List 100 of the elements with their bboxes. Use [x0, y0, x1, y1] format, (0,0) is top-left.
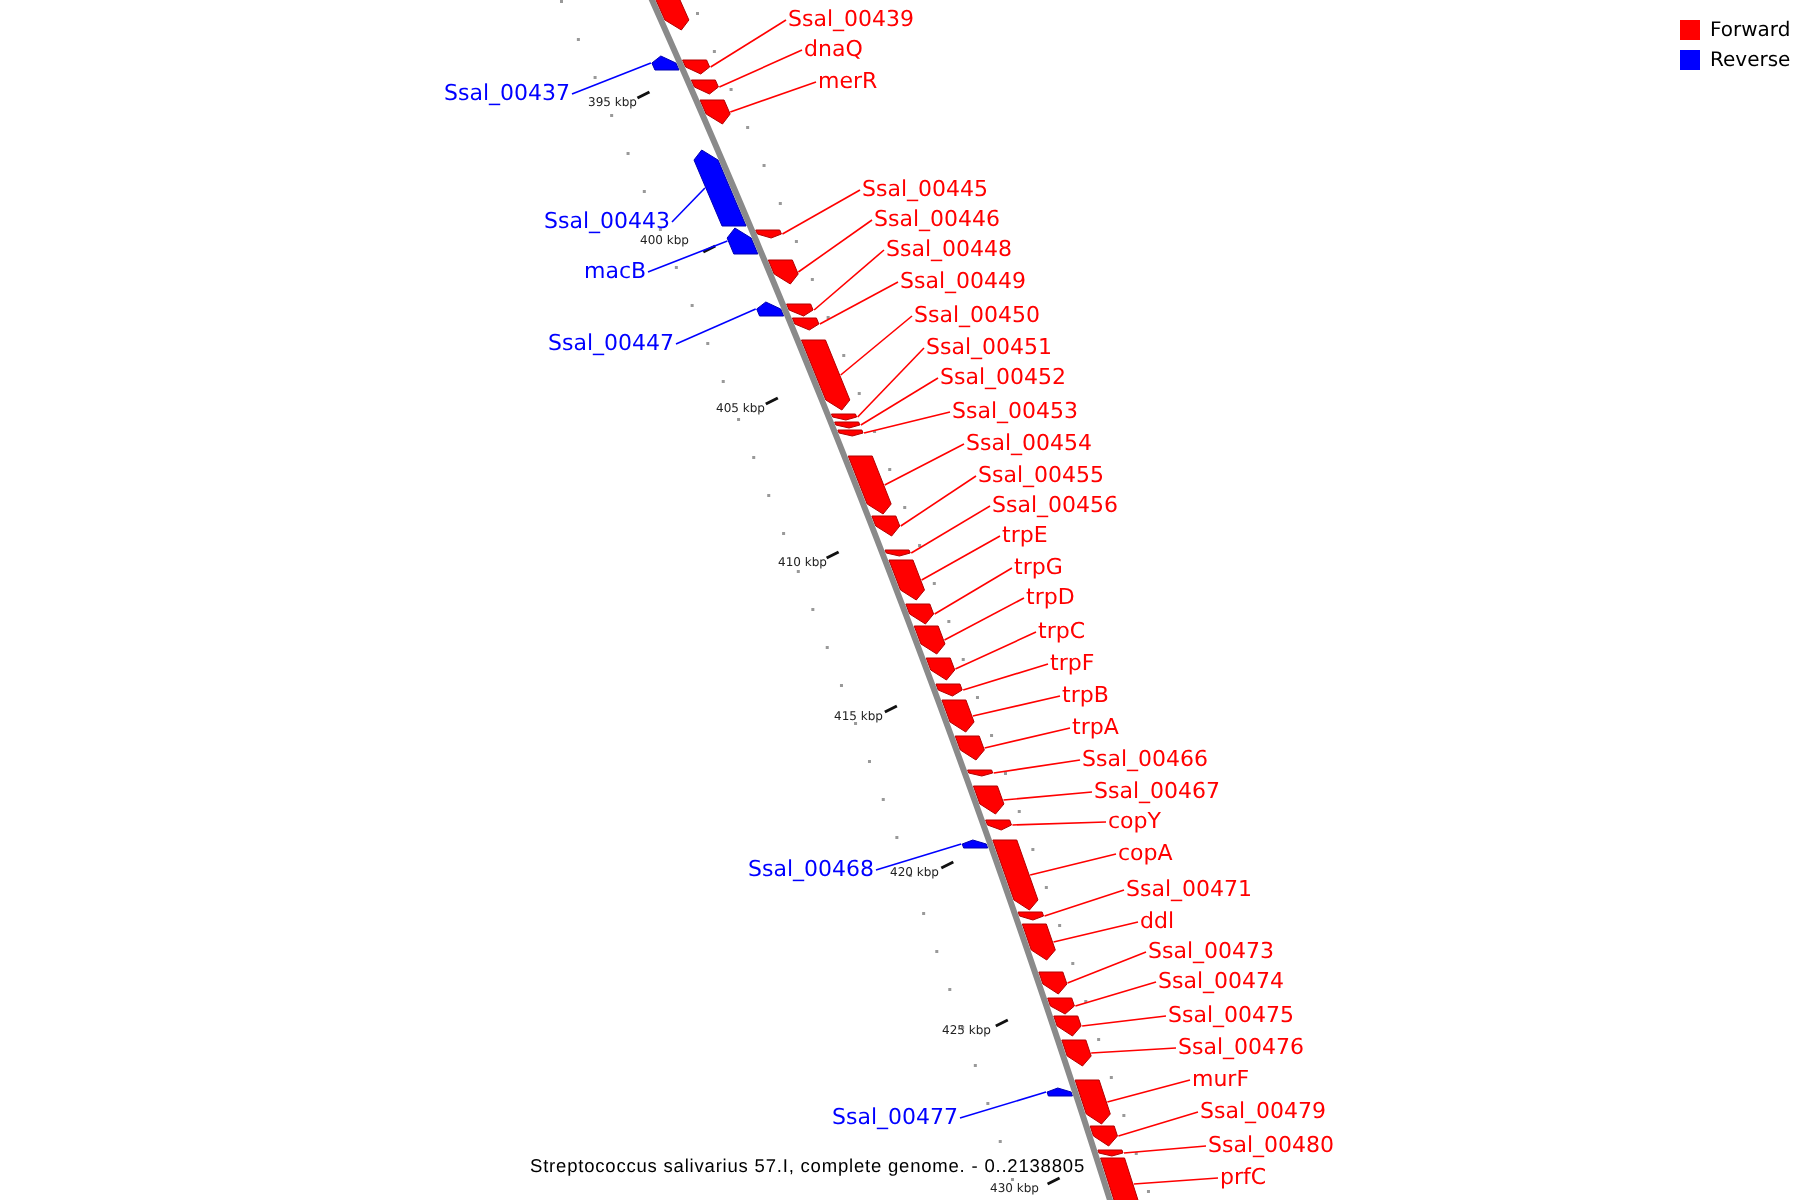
leader-line	[839, 315, 913, 376]
gene-label: trpA	[1072, 714, 1119, 740]
gene-block	[756, 301, 785, 317]
leader-line	[992, 759, 1081, 774]
gene-block	[967, 769, 994, 777]
leader-line	[1133, 1177, 1219, 1185]
gene-label: trpE	[1002, 522, 1048, 548]
gene-block	[755, 229, 782, 239]
leader-line	[813, 249, 885, 311]
gene-block	[1047, 997, 1075, 1015]
leader-line	[1106, 1079, 1191, 1103]
leader-line	[856, 347, 925, 418]
gene-label: Ssal_00447	[548, 330, 675, 356]
gene-label: Ssal_00454	[966, 430, 1093, 456]
gene-label: Ssal_00456	[992, 492, 1119, 518]
gene-block	[693, 149, 747, 227]
gene-label: Ssal_00466	[1082, 746, 1209, 772]
leader-line	[571, 62, 652, 95]
leader-line	[1090, 1047, 1177, 1054]
gene-block	[837, 429, 864, 437]
leader-line	[647, 240, 729, 273]
leader-line	[1011, 821, 1107, 826]
gene-label: Ssal_00475	[1168, 1002, 1295, 1028]
leader-line	[899, 475, 977, 527]
gene-block	[905, 603, 935, 625]
gene-label: Ssal_00477	[832, 1104, 959, 1130]
gene-block	[786, 303, 814, 317]
gene-label: Ssal_00468	[748, 856, 875, 882]
gene-block	[847, 455, 892, 515]
leader-line	[709, 19, 787, 68]
gene-block	[954, 735, 985, 761]
gene-block	[985, 819, 1012, 831]
gene-label: Ssal_00451	[926, 334, 1053, 360]
gene-label: murF	[1192, 1066, 1250, 1092]
legend-label: Forward	[1710, 20, 1791, 42]
leader-line	[675, 308, 757, 345]
leader-line	[797, 219, 873, 273]
caption: Streptococcus salivarius 57.I, complete genome. - 0..2138805	[530, 1154, 1085, 1180]
gene-block	[1100, 1157, 1139, 1200]
leader-line	[671, 187, 706, 223]
gene-label: trpB	[1062, 682, 1109, 708]
gene-label: Ssal_00471	[1126, 876, 1253, 902]
gene-block	[651, 55, 680, 71]
leader-line	[910, 505, 991, 554]
gene-label: Ssal_00445	[862, 176, 989, 202]
gene-label: Ssal_00473	[1148, 938, 1275, 964]
gene-label: macB	[584, 258, 647, 284]
gene-block	[992, 839, 1039, 911]
leader-line	[819, 281, 899, 325]
gene-block	[925, 657, 956, 681]
gene-label: Ssal_00467	[1094, 778, 1221, 804]
gene-label: trpG	[1014, 554, 1063, 580]
gene-block	[800, 339, 851, 411]
gene-block	[871, 515, 901, 537]
gene-block	[1046, 1087, 1073, 1097]
leader-line	[718, 49, 803, 88]
gene-label: dnaQ	[804, 36, 863, 62]
gene-label: trpF	[1050, 650, 1095, 676]
gene-label: Ssal_00453	[952, 398, 1079, 424]
leader-line	[1066, 951, 1147, 984]
gene-block	[1053, 1015, 1082, 1037]
leader-line	[1081, 1015, 1167, 1027]
gene-block	[690, 79, 719, 95]
gene-block	[651, 0, 690, 31]
gene-block	[961, 839, 989, 849]
gene-label: Ssal_00439	[788, 6, 915, 32]
leader-line	[920, 535, 1001, 581]
leader-line	[1043, 889, 1125, 917]
gene-block	[1038, 971, 1068, 995]
gene-label: Ssal_00474	[1158, 968, 1285, 994]
leader-line	[875, 843, 962, 871]
gene-label: Ssal_00455	[978, 462, 1105, 488]
gene-label: trpC	[1038, 618, 1085, 644]
leader-line	[1052, 921, 1139, 943]
gene-label: prfC	[1220, 1164, 1267, 1190]
gene-label: copY	[1108, 808, 1161, 834]
gene-label: Ssal_00446	[874, 206, 1001, 232]
leader-line	[962, 663, 1049, 691]
gene-label: Ssal_00450	[914, 302, 1041, 328]
leader-line	[883, 443, 965, 486]
legend-label: Reverse	[1710, 50, 1791, 72]
gene-label: Ssal_00480	[1208, 1132, 1335, 1158]
leader-line	[863, 411, 951, 434]
gene-label: trpD	[1026, 584, 1075, 610]
leader-line	[729, 81, 817, 113]
leader-line	[943, 597, 1025, 641]
gene-block	[726, 227, 759, 255]
leader-line	[959, 1091, 1047, 1119]
leader-line	[933, 567, 1013, 615]
gene-block	[834, 421, 861, 429]
leader-line	[972, 695, 1061, 717]
gene-block	[767, 259, 799, 285]
leader-line	[860, 377, 939, 426]
leader-line	[781, 189, 861, 235]
leader-line	[983, 727, 1071, 749]
leader-line	[954, 631, 1037, 670]
gene-block	[1061, 1039, 1092, 1067]
gene-label: ddl	[1140, 908, 1175, 934]
gene-block	[682, 59, 711, 75]
leader-line	[1117, 1111, 1199, 1137]
